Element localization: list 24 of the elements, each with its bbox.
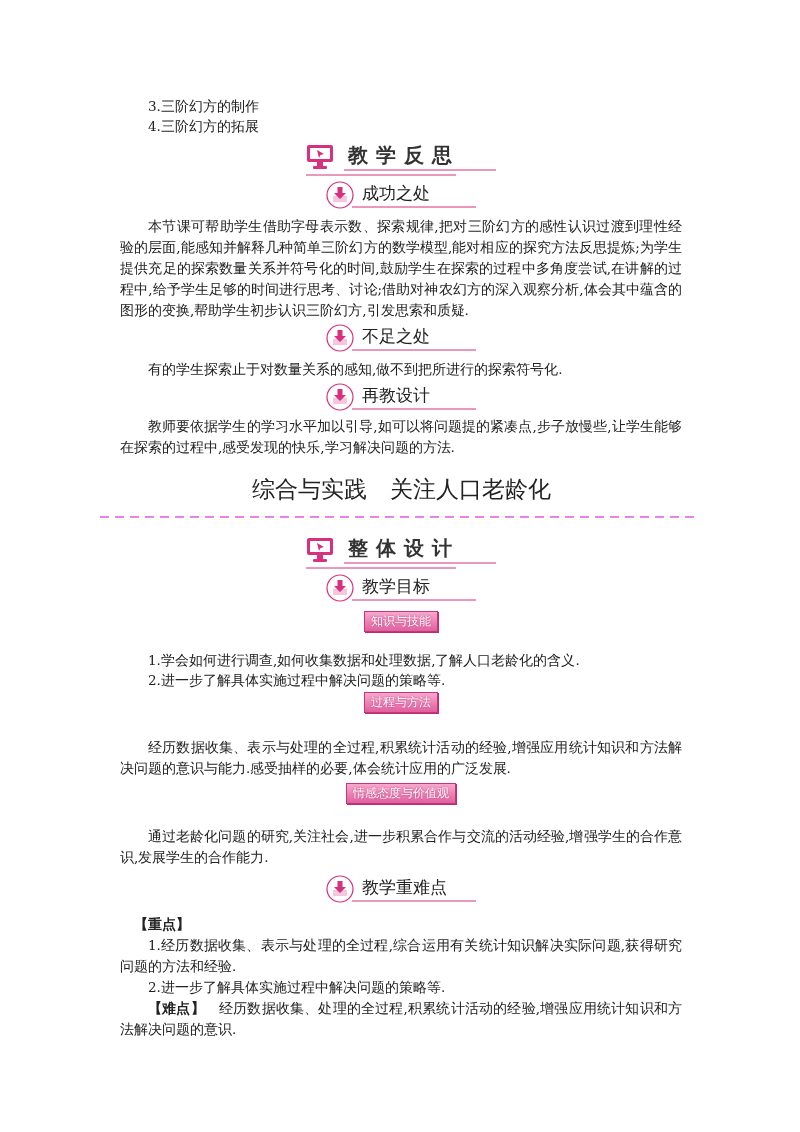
list-item: 3.三阶幻方的制作 <box>147 97 260 116</box>
paragraph: 有的学生探索止于对数量关系的感知,做不到把所进行的探索符号化. <box>147 360 564 379</box>
list-item: 2.进一步了解具体实施过程中解决问题的策略等. <box>147 671 447 690</box>
subsection-heading: 教学目标 <box>362 575 430 598</box>
paragraph: 【难点】 经历数据收集、处理的全过程,积累统计活动的经验,增强应用统计知识和方法解决问题的意识. <box>120 999 682 1039</box>
section-badge: 知识与技能 <box>364 611 438 632</box>
paragraph: 教师要依据学生的学习水平加以引导,如可以将问题提的紧凑点,步子放慢些,让学生能够在探索的过程中,感受发现的快乐,学习解决问题的方法. <box>120 417 682 457</box>
paragraph: 本节课可帮助学生借助字母表示数、探索规律,把对三阶幻方的感性认识过渡到理性经验的层面,能感知并解释几种简单三阶幻方的数学模型,能对相应的探究方法反思提炼;为学生提供充足的探索数量关系并符号化的时间,鼓励学生在探索的过程中多角度尝试,在讲解的过程中,给予学生足够的时间进行思考、讨论;借助对神农幻方的深入观察分析,体会其中蕴含的图形的变换,帮助学生初步认识三阶幻方,引发思索和质疑. <box>120 217 682 320</box>
list-item: 1.学会如何进行调查,如何收集数据和处理数据,了解人口老龄化的含义. <box>147 651 581 670</box>
list-item: 4.三阶幻方的拓展 <box>147 117 260 136</box>
paragraph: 1.经历数据收集、表示与处理的全过程,综合运用有关统计知识解决实际问题,获得研究问题的方法和经验. <box>120 936 682 976</box>
chapter-title: 综合与实践 关注人口老龄化 <box>250 475 552 504</box>
bold-heading: 【重点】 <box>133 915 191 934</box>
subsection-heading: 教学重难点 <box>362 876 447 899</box>
section-badge: 情感态度与价值观 <box>346 783 456 804</box>
subsection-heading: 成功之处 <box>362 182 430 205</box>
subsection-heading: 再教设计 <box>362 384 430 407</box>
paragraph: 2.进一步了解具体实施过程中解决问题的策略等. <box>147 978 447 997</box>
section-heading: 整体设计 <box>348 535 460 562</box>
subsection-heading: 不足之处 <box>362 325 430 348</box>
section-heading: 教学反思 <box>348 142 460 169</box>
paragraph: 通过老龄化问题的研究,关注社会,进一步积累合作与交流的活动经验,增强学生的合作意识,发展学生的合作能力. <box>120 827 682 867</box>
paragraph: 经历数据收集、表示与处理的全过程,积累统计活动的经验,增强应用统计知识和方法解决问题的意识与能力.感受抽样的必要,体会统计应用的广泛发展. <box>120 738 682 778</box>
section-badge: 过程与方法 <box>364 692 438 713</box>
